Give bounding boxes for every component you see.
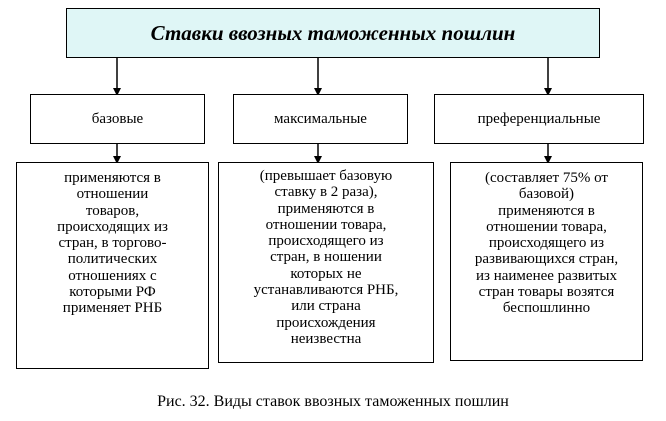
description-box-pref: (составляет 75% от базовой) применяются … (450, 162, 643, 361)
figure-caption: Рис. 32. Виды ставок ввозных таможенных … (157, 393, 509, 410)
category-box-max: максимальные (233, 94, 408, 144)
diagram-title-box: Ставки ввозных таможенных пошлин (66, 8, 600, 58)
category-label-base: базовые (91, 110, 144, 127)
description-box-max: (превышает базовую ставку в 2 раза), при… (218, 162, 434, 363)
diagram-title: Ставки ввозных таможенных пошлин (150, 20, 516, 45)
description-text-pref: (составляет 75% от базовой) применяются … (474, 170, 619, 317)
category-box-pref: преференциальные (434, 94, 644, 144)
description-text-base: применяются в отношении товаров, происхо… (57, 170, 168, 317)
category-label-max: максимальные (274, 110, 367, 127)
category-box-base: базовые (30, 94, 205, 144)
category-label-pref: преференциальные (477, 110, 601, 127)
description-text-max: (превышает базовую ставку в 2 раза), при… (253, 168, 399, 347)
description-box-base: применяются в отношении товаров, происхо… (16, 162, 209, 369)
